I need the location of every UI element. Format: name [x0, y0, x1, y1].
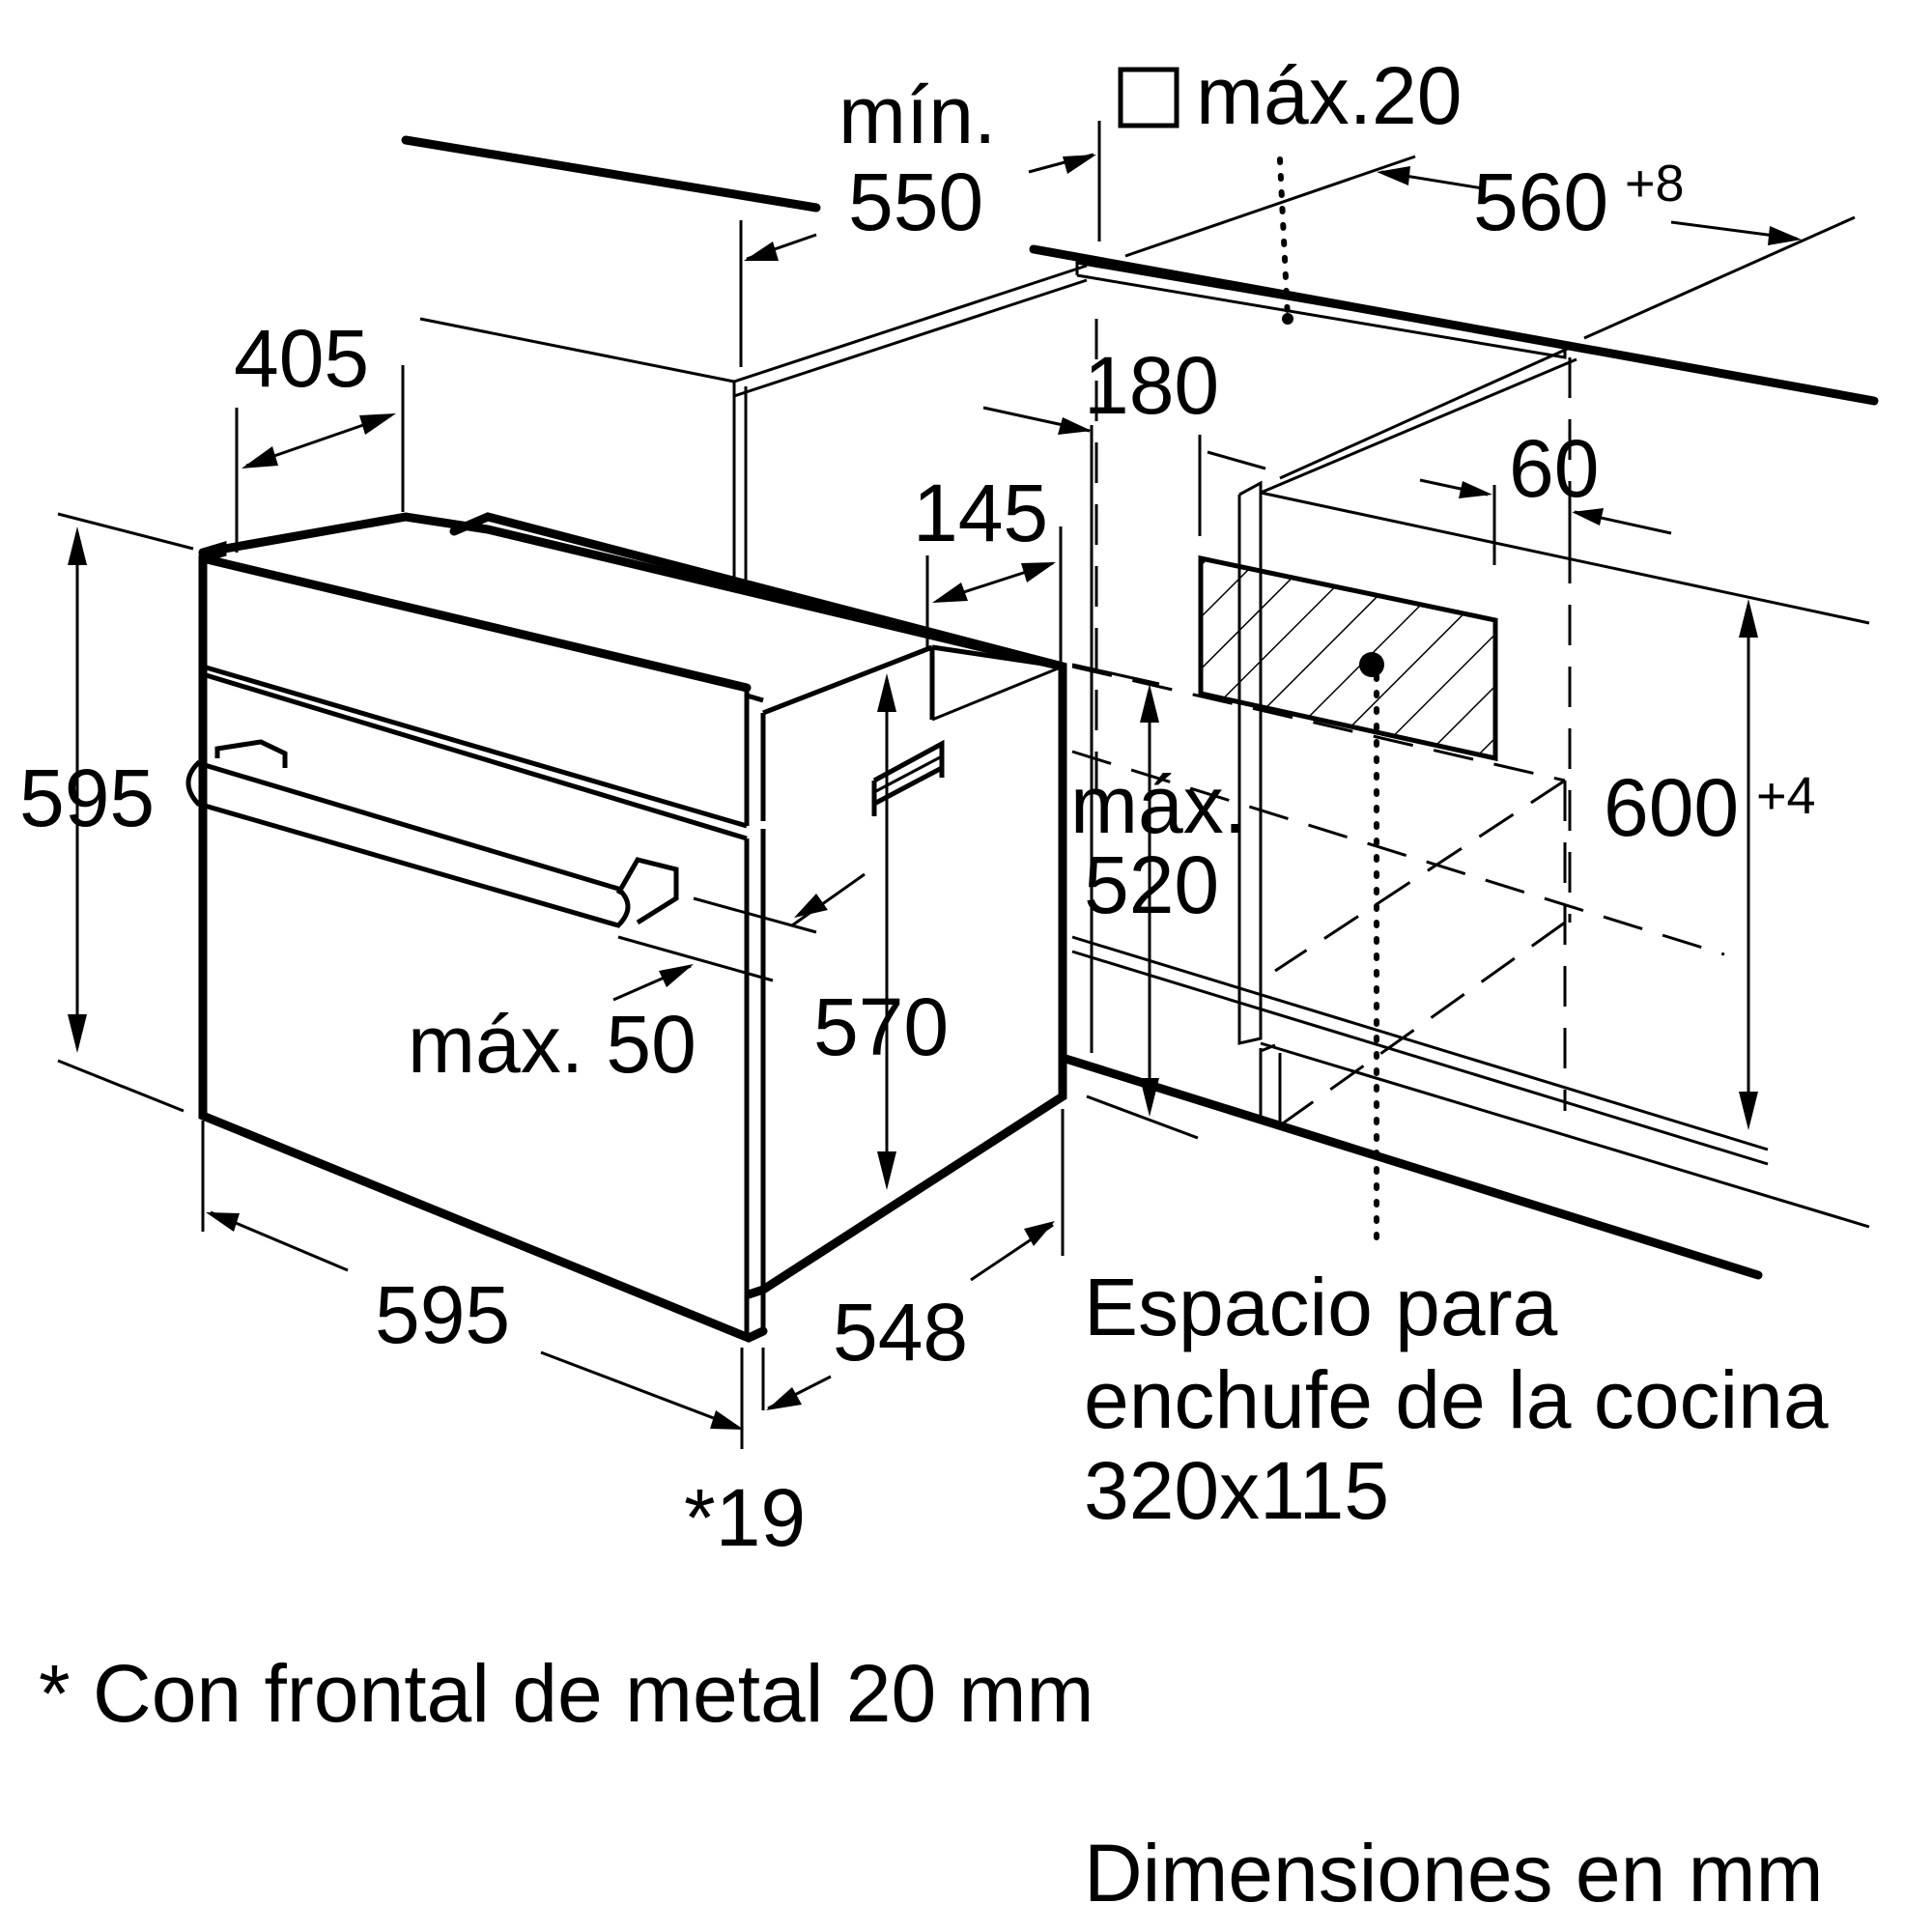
label-min: mín. — [838, 70, 996, 160]
units-note: Dimensiones en mm — [1084, 1828, 1824, 1918]
label-520: 520 — [1084, 839, 1219, 930]
dimension-lines — [57, 121, 1802, 1449]
label-595-width: 595 — [375, 1269, 510, 1360]
label-600: 600 — [1604, 762, 1739, 853]
label-570: 570 — [813, 981, 949, 1072]
oven — [185, 512, 1067, 1343]
label-550: 550 — [848, 156, 983, 247]
label-405: 405 — [234, 313, 369, 404]
label-19: *19 — [684, 1472, 806, 1563]
socket-note-line2: enchufe de la cocina — [1084, 1354, 1829, 1445]
socket-note-line1: Espacio para — [1084, 1262, 1558, 1352]
label-max20: máx.20 — [1196, 50, 1462, 141]
label-max: máx. — [1070, 759, 1246, 850]
label-600-tolerance: +4 — [1756, 767, 1816, 825]
label-548: 548 — [833, 1287, 968, 1378]
cabinet-outline — [401, 135, 1879, 1280]
label-595-height: 595 — [19, 753, 155, 843]
label-560: 560 — [1473, 156, 1608, 247]
label-145: 145 — [913, 468, 1048, 558]
socket-dot — [1359, 652, 1384, 677]
label-60: 60 — [1509, 423, 1599, 514]
label-max50: máx. 50 — [408, 999, 696, 1090]
footnote: * Con frontal de metal 20 mm — [39, 1648, 1094, 1739]
niche-outline — [1071, 319, 1725, 1127]
square-outline-icon — [1118, 67, 1179, 128]
label-560-tolerance: +8 — [1625, 155, 1685, 213]
socket-note-line3: 320x115 — [1084, 1445, 1389, 1536]
socket-space-hatch — [1198, 554, 1498, 762]
label-180: 180 — [1084, 340, 1219, 431]
